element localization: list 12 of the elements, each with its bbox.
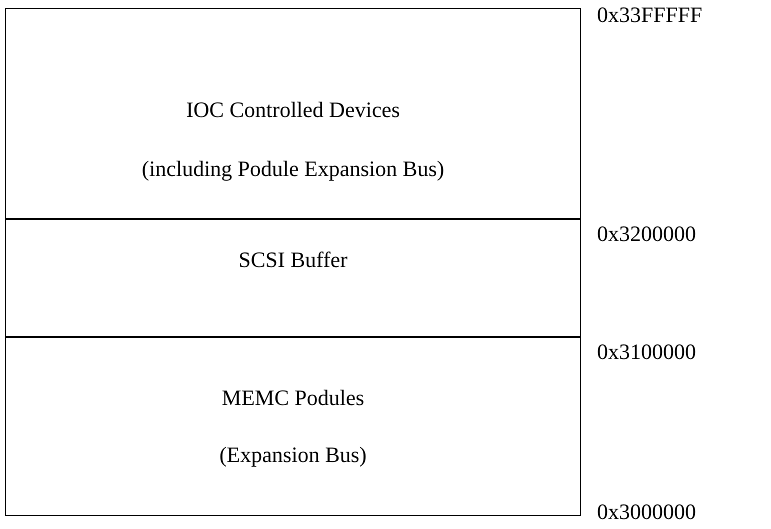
region-note: (including Podule Expansion Bus) bbox=[142, 156, 444, 181]
memory-region-box bbox=[5, 8, 581, 220]
address-label: 0x3000000 bbox=[597, 499, 696, 525]
memory-region-box bbox=[5, 336, 581, 516]
address-label: 0x3100000 bbox=[597, 339, 696, 365]
region-label: SCSI Buffer bbox=[238, 247, 348, 272]
region-label: IOC Controlled Devices bbox=[186, 97, 400, 122]
region-label: MEMC Podules bbox=[222, 385, 364, 410]
memory-region-box bbox=[5, 218, 581, 338]
address-label: 0x33FFFFF bbox=[597, 2, 702, 28]
address-label: 0x3200000 bbox=[597, 221, 696, 247]
region-note: (Expansion Bus) bbox=[219, 442, 367, 467]
